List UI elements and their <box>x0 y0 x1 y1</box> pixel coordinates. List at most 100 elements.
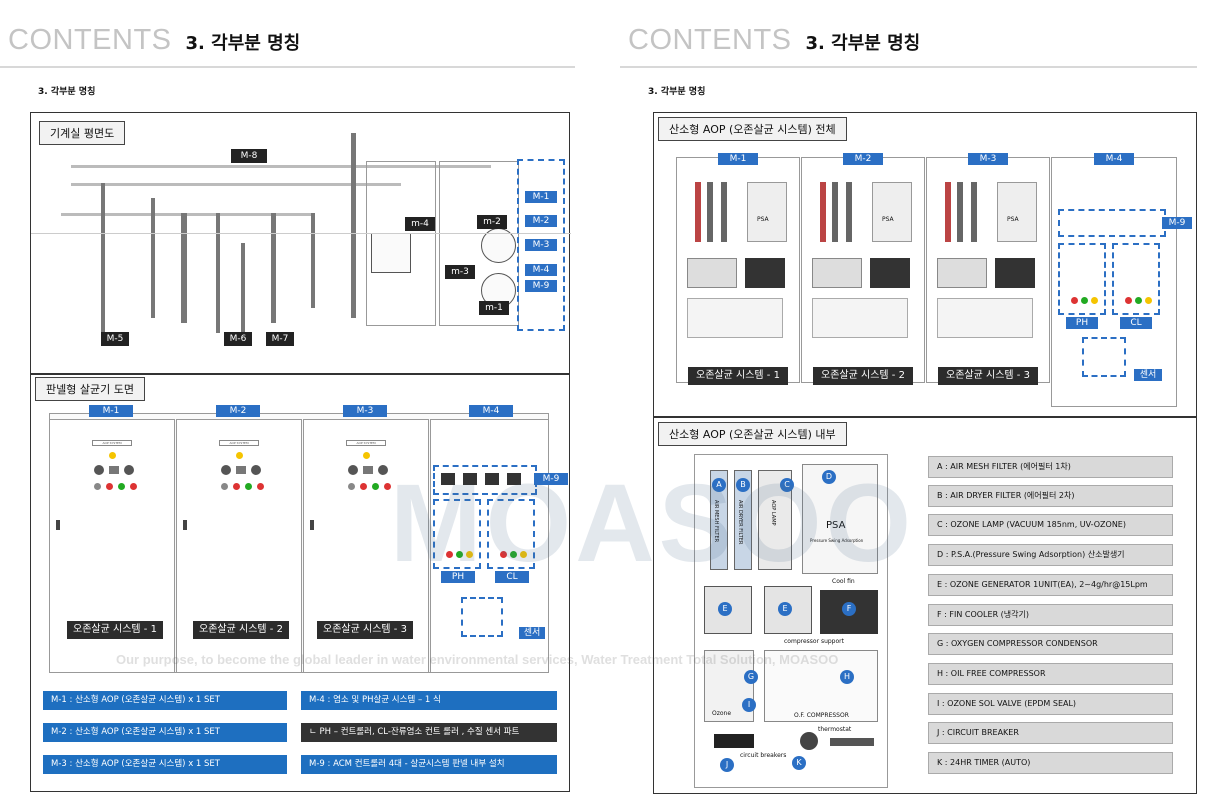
acm-controller-icon <box>441 473 455 485</box>
switch-indicator <box>233 483 240 490</box>
tag-m7: M-7 <box>266 332 294 346</box>
marker-h: H <box>840 670 854 684</box>
side-tag-m1: M-1 <box>525 191 557 203</box>
ph-controller-outline <box>1058 243 1106 315</box>
pipe-riser <box>181 213 187 323</box>
lamp-icon <box>721 182 727 242</box>
section-subtitle: 3. 각부분 명칭 <box>38 87 96 97</box>
system-label-2: 오존살균 시스템 - 2 <box>193 621 289 639</box>
cl-controller-outline <box>1112 243 1160 315</box>
timer-dial-icon <box>800 732 818 750</box>
ph-indicator <box>1091 297 1098 304</box>
ozone-generator <box>687 258 737 288</box>
pipe-riser <box>271 213 276 323</box>
oil-free-compressor <box>764 650 878 722</box>
tag-m5: M-5 <box>101 332 129 346</box>
of-compressor-label: O.F. COMPRESSOR <box>794 712 849 719</box>
gauge-icon <box>348 465 358 475</box>
acm-controller-icon <box>463 473 477 485</box>
system-label-3: 오존살균 시스템 - 3 <box>938 367 1038 385</box>
tag-m8: M-8 <box>231 149 267 163</box>
indicator-lamp <box>109 452 116 459</box>
door-handle-icon <box>56 520 60 530</box>
legend-m3: M-3 : 산소형 AOP (오존살균 시스템) x 1 SET <box>43 755 287 774</box>
pipe-secondary <box>71 183 401 186</box>
system-label-1: 오존살균 시스템 - 1 <box>688 367 788 385</box>
aop-cabinet: PSA <box>926 157 1050 383</box>
marker-d: D <box>822 470 836 484</box>
side-tag-m4: M-4 <box>525 264 557 276</box>
circuit-breakers-label: circuit breakers <box>740 752 787 759</box>
left-header: CONTENTS 3. 각부분 명칭 <box>8 24 300 64</box>
panel-header-plate: AOP SYSTEM <box>346 440 386 446</box>
filter-icon <box>707 182 713 242</box>
component-k: K : 24HR TIMER (AUTO) <box>928 752 1173 774</box>
sensor-tag: 센서 <box>1134 369 1162 381</box>
switch-indicator <box>348 483 355 490</box>
aop-cabinet: PSA <box>676 157 800 383</box>
aop-cabinet: PSA <box>801 157 925 383</box>
switch-indicator <box>360 483 367 490</box>
component-i: I : OZONE SOL VALVE (EPDM SEAL) <box>928 693 1173 715</box>
ph-indicator <box>1081 297 1088 304</box>
switch-indicator <box>130 483 137 490</box>
panel-sterilizer-drawing: 판넬형 살균기 도면 M-1 M-2 M-3 M-4 AOP SYSTEM AO… <box>30 374 570 792</box>
display-icon <box>363 466 373 474</box>
filter-icon <box>945 182 951 242</box>
pipe-riser <box>101 183 105 333</box>
cl-indicator <box>1125 297 1132 304</box>
fin-cooler <box>995 258 1035 288</box>
switch-indicator <box>106 483 113 490</box>
marker-k: K <box>792 756 806 770</box>
switch-indicator <box>372 483 379 490</box>
compressor-bay <box>812 298 908 338</box>
tag-m2-plan: m-2 <box>477 215 507 229</box>
aop-overall-label: 산소형 AOP (오존살균 시스템) 전체 <box>658 117 847 141</box>
component-j: J : CIRCUIT BREAKER <box>928 722 1173 744</box>
machine-room-plan-drawing: 기계실 평면도 M-8 m-4 m-2 m-3 m-1 M-5 M-6 M-7 … <box>30 112 571 374</box>
tag-m1-plan: m-1 <box>479 301 509 315</box>
psa-oxygen-generator <box>802 464 878 574</box>
cl-indicator <box>500 551 507 558</box>
marker-a: A <box>712 478 726 492</box>
ozone-generator <box>812 258 862 288</box>
component-h: H : OIL FREE COMPRESSOR <box>928 663 1173 685</box>
ph-indicator <box>1071 297 1078 304</box>
component-f: F : FIN COOLER (냉각기) <box>928 604 1173 626</box>
gauge-icon <box>378 465 388 475</box>
chlorine-ph-cabinet <box>1051 157 1177 407</box>
brand-watermark: MOASOO <box>390 462 916 585</box>
legend-m2: M-2 : 산소형 AOP (오존살균 시스템) x 1 SET <box>43 723 287 742</box>
tag-m9: M-9 <box>1162 217 1192 229</box>
aop-inner-drawing: 산소형 AOP (오존살균 시스템) 내부 AIR MESH FILTER AI… <box>653 417 1197 794</box>
gauge-icon <box>94 465 104 475</box>
legend-m4-detail: ㄴ PH – 컨트롤러, CL-잔류염소 컨트 롤러 , 수질 센서 파트 <box>301 723 557 742</box>
door-handle-icon <box>310 520 314 530</box>
compressor-bay <box>937 298 1033 338</box>
cl-tag: CL <box>495 571 529 583</box>
panel-tag-m2: M-2 <box>216 405 260 417</box>
gauge-icon <box>251 465 261 475</box>
lamp-icon <box>846 182 852 242</box>
switch-indicator <box>384 483 391 490</box>
machine-room-plan-label: 기계실 평면도 <box>39 121 126 145</box>
air-dryer-filter <box>734 470 752 570</box>
component-e: E : OZONE GENERATOR 1UNIT(EA), 2~4g/hr@1… <box>928 574 1173 596</box>
ph-tag: PH <box>1066 317 1098 329</box>
pipe-main <box>71 165 491 168</box>
component-c: C : OZONE LAMP (VACUUM 185nm, UV-OZONE) <box>928 514 1173 536</box>
cl-controller-outline <box>487 499 535 569</box>
fin-cooler <box>745 258 785 288</box>
tag-m4: M-4 <box>1094 153 1134 165</box>
legend-m4: M-4 : 염소 및 PH살균 시스템 – 1 식 <box>301 691 557 710</box>
panel-tag-m1: M-1 <box>89 405 133 417</box>
ph-controller-outline <box>433 499 481 569</box>
switch-indicator <box>118 483 125 490</box>
panel-tag-m3: M-3 <box>343 405 387 417</box>
cl-indicator <box>1145 297 1152 304</box>
legend-m1: M-1 : 산소형 AOP (오존살균 시스템) x 1 SET <box>43 691 287 710</box>
system-label-2: 오존살균 시스템 - 2 <box>813 367 913 385</box>
system-label-3: 오존살균 시스템 - 3 <box>317 621 413 639</box>
tag-m4-plan: m-4 <box>405 217 435 231</box>
terminal-block <box>830 738 874 746</box>
